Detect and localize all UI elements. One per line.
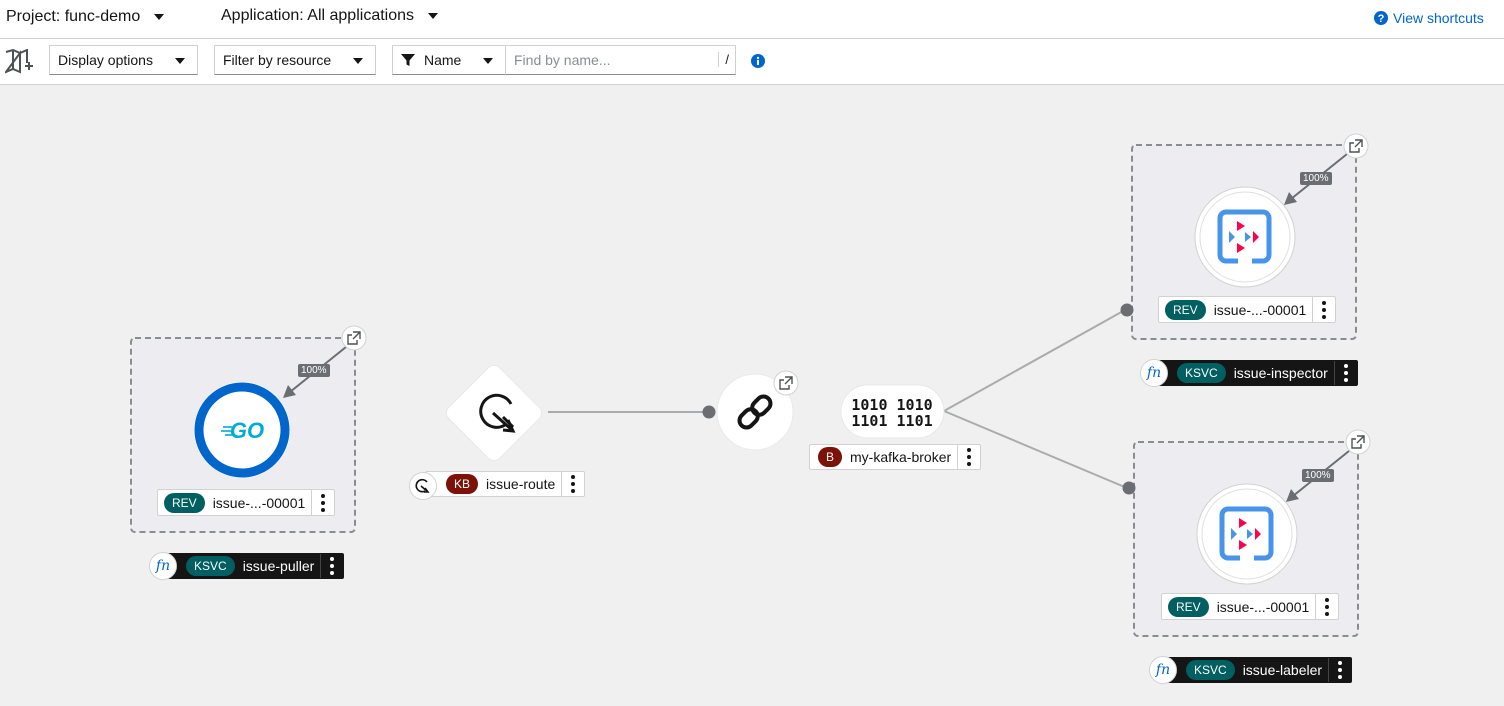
ksvc-badge: KSVC — [1186, 660, 1235, 680]
ksvc-badge: KSVC — [186, 556, 235, 576]
puller-service-label[interactable]: KSVC issue-puller — [165, 553, 345, 579]
toggle-view-icon[interactable] — [5, 49, 35, 75]
revision-badge: REV — [1165, 299, 1206, 320]
chevron-down-icon — [154, 14, 165, 20]
broker-icon-top: 1010 1010 — [851, 396, 932, 414]
edge-connector — [702, 405, 716, 419]
traffic-arrowhead — [283, 385, 296, 398]
go-logo-text: GO — [230, 418, 264, 443]
route-label[interactable]: KB issue-route — [425, 471, 586, 497]
display-options-label: Display options — [58, 52, 153, 68]
inspector-revision-label[interactable]: REV issue-...-00001 — [1158, 296, 1337, 323]
application-selector[interactable]: Application: All applications — [221, 7, 439, 25]
kafka-binding-icon — [479, 393, 516, 433]
search-shortcut-hint: / — [718, 52, 729, 67]
route-name: issue-route — [486, 476, 556, 492]
kebab-menu-icon[interactable] — [1328, 658, 1351, 682]
kebab-menu-icon[interactable] — [1312, 297, 1335, 322]
chevron-down-icon — [353, 58, 363, 64]
chevron-down-icon — [428, 13, 439, 19]
service-name: issue-inspector — [1233, 365, 1328, 381]
kebab-menu-icon[interactable] — [1315, 594, 1338, 619]
broker-node[interactable] — [840, 384, 945, 439]
project-selector[interactable]: Project: func-demo — [6, 8, 165, 26]
chevron-down-icon — [175, 58, 185, 64]
topology-toolbar: Display options Filter by resource Name … — [0, 39, 1504, 85]
broker-icon-bottom: 1101 1101 — [851, 412, 932, 430]
search-placeholder: Find by name... — [514, 52, 611, 68]
ksvc-badge: KSVC — [1177, 363, 1226, 383]
kebab-menu-icon[interactable] — [311, 490, 334, 515]
project-selector-label: Project: func-demo — [6, 8, 141, 25]
traffic-arrowhead — [1286, 489, 1299, 502]
traffic-percent-inspector: 100% — [1300, 172, 1332, 185]
go-logo-icon — [221, 426, 232, 436]
info-icon[interactable] — [751, 54, 765, 68]
filter-by-resource-dropdown[interactable]: Filter by resource — [214, 45, 376, 75]
kebab-menu-icon[interactable] — [957, 445, 980, 469]
filter-icon — [401, 54, 415, 66]
help-icon: ? — [1374, 11, 1388, 25]
quarkus-logo-icon — [1217, 209, 1272, 264]
quarkus-logo-icon — [1219, 506, 1274, 561]
traffic-arrowhead — [1284, 192, 1297, 205]
revision-name: issue-...-00001 — [1216, 598, 1310, 615]
filter-type-dropdown[interactable]: Name — [392, 45, 506, 75]
traffic-percent-puller: 100% — [298, 364, 330, 377]
external-link-icon — [779, 376, 793, 390]
application-selector-label: Application: All applications — [221, 7, 415, 24]
external-link-icon — [1351, 435, 1365, 449]
view-shortcuts-link[interactable]: ? View shortcuts — [1374, 10, 1484, 26]
kb-badge: KB — [446, 474, 479, 494]
link-icon — [737, 394, 773, 430]
external-link-icon — [1349, 139, 1363, 153]
project-bar: Project: func-demo Application: All appl… — [0, 0, 1504, 39]
function-icon: fn — [1149, 656, 1177, 684]
broker-label[interactable]: B my-kafka-broker — [809, 444, 982, 470]
revision-name: issue-...-00001 — [212, 494, 306, 511]
svg-text:?: ? — [1378, 13, 1385, 25]
edge-broker-to-labeler[interactable] — [943, 410, 1128, 489]
service-name: issue-labeler — [1242, 662, 1323, 678]
edge-broker-to-inspector[interactable] — [943, 309, 1126, 412]
traffic-percent-labeler: 100% — [1302, 469, 1334, 482]
edge-connector — [1122, 481, 1136, 495]
function-icon: fn — [1140, 359, 1168, 387]
b-badge: B — [818, 447, 843, 467]
service-name: issue-puller — [242, 558, 315, 574]
inspector-service-label[interactable]: KSVC issue-inspector — [1156, 360, 1358, 386]
kebab-menu-icon[interactable] — [1333, 361, 1357, 385]
revision-badge: REV — [164, 492, 205, 513]
puller-revision-label[interactable]: REV issue-...-00001 — [157, 489, 336, 516]
kebab-menu-icon[interactable] — [561, 472, 584, 496]
edge-connector — [1120, 303, 1134, 317]
revision-badge: REV — [1168, 596, 1209, 617]
view-shortcuts-label: View shortcuts — [1393, 10, 1484, 26]
chevron-down-icon — [483, 58, 493, 64]
go-ring — [194, 382, 290, 478]
revision-name: issue-...-00001 — [1213, 301, 1307, 318]
labeler-service-label[interactable]: KSVC issue-labeler — [1165, 657, 1353, 683]
filter-type-label: Name — [424, 52, 462, 68]
labeler-revision-label[interactable]: REV issue-...-00001 — [1161, 593, 1340, 620]
function-icon: fn — [149, 552, 177, 580]
kebab-menu-icon[interactable] — [320, 554, 343, 578]
display-options-dropdown[interactable]: Display options — [49, 45, 198, 75]
search-input[interactable]: Find by name... / — [505, 45, 736, 75]
kafka-binding-small-icon — [409, 472, 437, 500]
external-link-icon — [347, 331, 361, 345]
puller-node[interactable] — [194, 382, 290, 478]
filter-by-resource-label: Filter by resource — [223, 52, 332, 68]
broker-name: my-kafka-broker — [850, 449, 952, 465]
